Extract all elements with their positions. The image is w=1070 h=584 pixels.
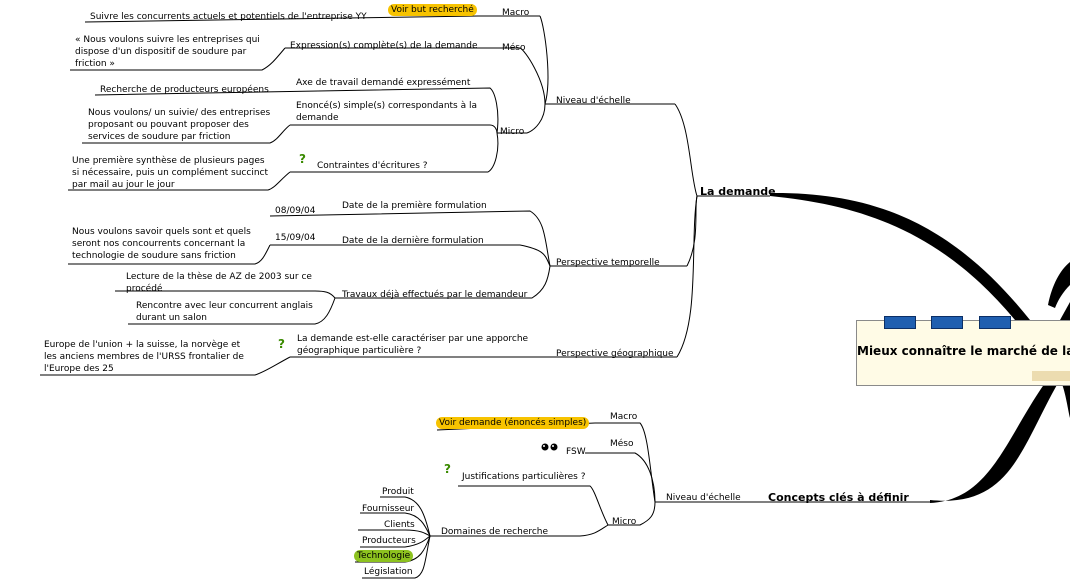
geo-question-line-1: La demande est-elle caractériser par une… bbox=[297, 334, 529, 344]
micro-label: Micro bbox=[500, 127, 525, 137]
savoir-line-2: seront nos concourrents concernant la bbox=[72, 239, 246, 249]
domaines-recherche-node: Domaines de recherche bbox=[441, 527, 549, 537]
enonce-line-1: Enoncé(s) simple(s) correspondants à la bbox=[296, 101, 477, 111]
central-topic-title: Mieux connaître le marché de la bbox=[857, 344, 1070, 358]
date-2: 15/09/04 bbox=[275, 233, 316, 243]
recherche-producteurs-text: Recherche de producteurs européens bbox=[100, 85, 269, 95]
fsw-node: FSW bbox=[566, 447, 586, 457]
blue-marker bbox=[931, 316, 963, 329]
blue-marker bbox=[884, 316, 916, 329]
svg-text:?: ? bbox=[278, 337, 285, 351]
blue-marker bbox=[979, 316, 1011, 329]
quote-line-2: dispose d'un dispositif de soudure par bbox=[75, 47, 247, 57]
voir-demande-tag: Voir demande (énoncés simples) bbox=[436, 417, 590, 429]
fournisseur-item: Fournisseur bbox=[362, 504, 415, 514]
axe-travail-node: Axe de travail demandé expressément bbox=[296, 78, 471, 88]
clients-item: Clients bbox=[384, 520, 415, 530]
central-topic-shade bbox=[1032, 371, 1070, 381]
legislation-item: Législation bbox=[364, 567, 413, 577]
enonce-line-2: demande bbox=[296, 113, 339, 123]
rencontre-line-1: Rencontre avec leur concurrent anglais bbox=[136, 301, 313, 311]
nous-voulons-line-2: proposant ou pouvant proposer des bbox=[88, 120, 249, 130]
lecture-line-2: procédé bbox=[126, 284, 163, 294]
la-demande-branch: La demande bbox=[700, 185, 776, 198]
rencontre-line-2: durant un salon bbox=[136, 313, 207, 323]
europe-line-3: l'Europe des 25 bbox=[44, 364, 114, 374]
perspective-geographique-node: Perspective géographique bbox=[556, 349, 674, 359]
savoir-line-1: Nous voulons savoir quels sont et quels bbox=[72, 227, 251, 237]
europe-line-1: Europe de l'union + la suisse, la norvèg… bbox=[44, 340, 241, 350]
geo-question-line-2: géographique particulière ? bbox=[297, 346, 422, 356]
lecture-line-1: Lecture de la thèse de AZ de 2003 sur ce bbox=[126, 272, 312, 282]
date-1: 08/09/04 bbox=[275, 206, 316, 216]
technologie-item: Technologie bbox=[354, 550, 414, 562]
concepts-cles-branch: Concepts clés à définir bbox=[768, 491, 909, 504]
concepts-meso-label: Méso bbox=[610, 439, 634, 449]
date-derniere-node: Date de la dernière formulation bbox=[342, 236, 484, 246]
travaux-node: Travaux déjà effectués par le demandeur bbox=[342, 290, 528, 300]
produit-item: Produit bbox=[382, 487, 414, 497]
date-premiere-node: Date de la première formulation bbox=[342, 201, 487, 211]
voir-but-tag: Voir but recherché bbox=[388, 4, 477, 16]
svg-text:?: ? bbox=[444, 462, 451, 476]
suivre-concurrents-text: Suivre les concurrents actuels et potent… bbox=[90, 12, 367, 22]
synthese-line-1: Une première synthèse de plusieurs pages bbox=[72, 156, 265, 166]
nous-voulons-line-1: Nous voulons/ un suivie/ des entreprises bbox=[88, 108, 271, 118]
europe-line-2: les anciens membres de l'URSS frontalier… bbox=[44, 352, 244, 362]
savoir-line-3: technologie de soudure sans friction bbox=[72, 251, 236, 261]
justifications-node: Justifications particulières ? bbox=[462, 472, 586, 482]
question-icon: ? bbox=[444, 462, 451, 476]
perspective-temporelle-node: Perspective temporelle bbox=[556, 258, 660, 268]
contraintes-node: Contraintes d'écritures ? bbox=[317, 161, 428, 171]
eyes-icon bbox=[541, 443, 558, 451]
quote-line-1: « Nous voulons suivre les entreprises qu… bbox=[75, 35, 260, 45]
concepts-niveau-node: Niveau d'échelle bbox=[666, 493, 741, 503]
producteurs-item: Producteurs bbox=[362, 536, 416, 546]
expression-demande-node: Expression(s) complète(s) de la demande bbox=[290, 41, 478, 51]
synthese-line-2: si nécessaire, puis un complément succin… bbox=[72, 168, 269, 178]
concepts-macro-label: Macro bbox=[610, 412, 638, 422]
macro-label: Macro bbox=[502, 8, 530, 18]
niveau-echelle-node: Niveau d'échelle bbox=[556, 96, 631, 106]
quote-line-3: friction » bbox=[75, 59, 115, 69]
concepts-micro-label: Micro bbox=[612, 517, 637, 527]
question-icon: ? bbox=[299, 152, 306, 166]
synthese-line-3: par mail au jour le jour bbox=[72, 180, 175, 190]
nous-voulons-line-3: services de soudure par friction bbox=[88, 132, 231, 142]
meso-label: Méso bbox=[502, 43, 526, 53]
svg-text:?: ? bbox=[299, 152, 306, 166]
question-icon: ? bbox=[278, 337, 285, 351]
